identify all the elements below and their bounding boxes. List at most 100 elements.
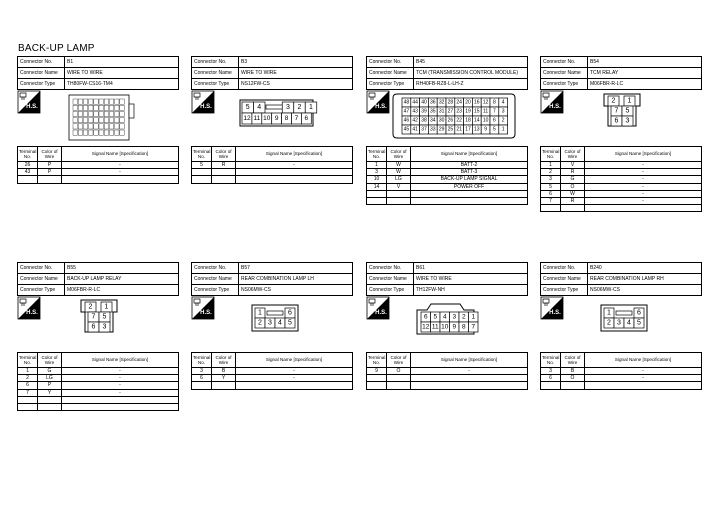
pin-label: 18: [465, 118, 471, 124]
pin-label: 10: [483, 118, 489, 124]
terminal-no: 2: [17, 374, 38, 383]
pin-label: 5: [493, 127, 496, 133]
pin-label: 35: [430, 109, 436, 115]
pin-cell: [119, 105, 125, 111]
wire-color: P: [37, 168, 62, 177]
signal-name: -: [235, 374, 353, 383]
pin-cell: [83, 123, 88, 130]
pin-cell: [301, 112, 312, 125]
pin-label: 4: [278, 320, 282, 327]
terminal-no: 6: [191, 374, 212, 383]
table-row: [191, 168, 353, 177]
pin-label: 42: [412, 118, 418, 124]
table-row: [17, 395, 179, 404]
pin-label: 7: [493, 109, 496, 115]
pin-label: 4: [443, 314, 447, 321]
terminal-no: 43: [17, 168, 38, 177]
wire-color: O: [386, 366, 411, 376]
pin-label: 2: [89, 304, 93, 311]
col-signal: Signal Name [Specification]: [61, 352, 179, 368]
pin-label: 9: [484, 127, 487, 133]
pin-cell: [468, 321, 479, 333]
pin-label: 11: [253, 115, 260, 122]
pin-label: 41: [412, 127, 418, 133]
info-value: BACK-UP LAMP RELAY: [64, 273, 179, 285]
signal-name: [235, 175, 353, 184]
pin-label: 9: [275, 115, 279, 122]
col-signal: Signal Name [Specification]: [410, 146, 528, 162]
pin-cell: [104, 105, 109, 111]
signal-name: BATT-3: [410, 168, 528, 177]
wire-color: [37, 402, 62, 412]
terminal-no: 9: [366, 366, 387, 376]
info-label: Connector Type: [366, 284, 414, 296]
harness-side-icon: H.S.: [366, 296, 390, 320]
table-row: [366, 189, 528, 198]
pin-label: 48: [404, 100, 410, 106]
pin-cell: [88, 98, 94, 105]
pin-label: 46: [404, 118, 410, 124]
pin-label: 1: [471, 314, 475, 321]
signal-name: -: [235, 160, 353, 170]
terminal-no: [191, 381, 212, 390]
pin-label: 6: [288, 310, 292, 317]
pin-cell: [119, 111, 125, 117]
pin-cell: [83, 129, 88, 136]
terminal-no: 1: [540, 160, 561, 170]
wire-color: [386, 381, 411, 390]
info-row: Connector No.B45: [366, 56, 528, 68]
terminal-no: [540, 381, 561, 390]
info-value: TCM (TRANSMISSION CONTROL MODULE): [413, 67, 528, 79]
pin-label: 6: [92, 324, 96, 331]
pin-cell: [93, 98, 99, 105]
pin-label: 3: [268, 320, 272, 327]
harness-side-icon: H.S.: [17, 296, 41, 320]
table-row: [191, 175, 353, 184]
pin-cell: [83, 105, 88, 111]
col-color: Color of Wire: [37, 352, 62, 368]
terminal-no: 14: [366, 182, 387, 191]
terminal-no: 7: [17, 388, 38, 397]
terminal-no: 5: [540, 182, 561, 191]
wire-color: [211, 175, 236, 184]
pin-label: 2: [607, 320, 611, 327]
pin-cell: [98, 123, 104, 130]
terminal-no: 1: [17, 366, 38, 376]
pin-label: 20: [465, 100, 471, 106]
hs-label: H.S.: [200, 104, 212, 110]
wire-color: V: [386, 182, 411, 191]
info-label: Connector Type: [366, 78, 414, 90]
wire-color: G: [560, 175, 585, 184]
info-value: B45: [413, 56, 528, 68]
pin-cell: [621, 115, 634, 127]
info-label: Connector Type: [191, 78, 239, 90]
pin-cell: [109, 111, 114, 117]
col-signal: Signal Name [Specification]: [410, 352, 528, 368]
info-row: Connector No.B57: [191, 262, 353, 274]
wire-color: [386, 196, 411, 206]
pin-label: 6: [424, 314, 428, 321]
hs-label: H.S.: [375, 310, 387, 316]
signal-name: [410, 381, 528, 390]
pin-cell: [72, 111, 78, 117]
pin-cell: [109, 129, 114, 136]
pin-cell: [88, 105, 94, 111]
wire-color: LG: [37, 374, 62, 383]
hs-label: H.S.: [200, 310, 212, 316]
pin-cell: [93, 105, 99, 111]
table-row: [540, 204, 702, 213]
